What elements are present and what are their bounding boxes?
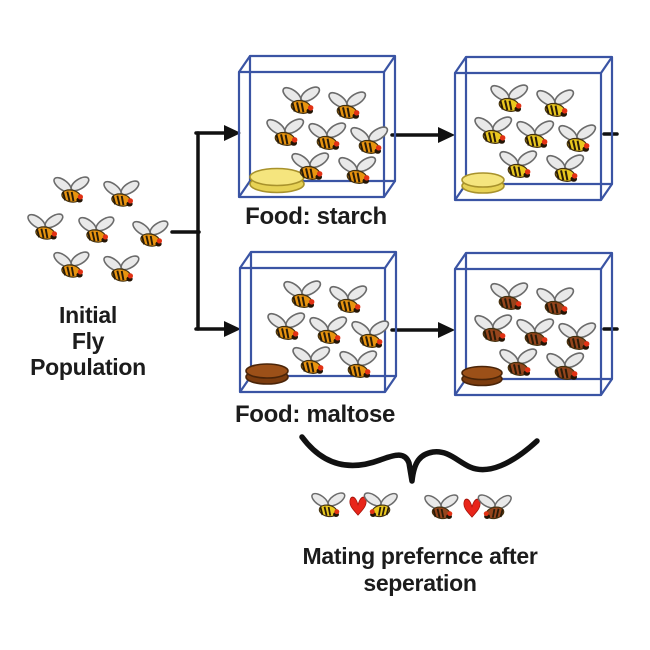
initial-fly-population <box>27 176 169 282</box>
fly-icon <box>53 176 90 203</box>
label-line: Fly <box>71 328 105 354</box>
fly-icon <box>53 251 90 278</box>
food-discs <box>245 167 505 387</box>
fly-icon <box>292 346 331 374</box>
fly-icon <box>283 280 322 308</box>
caption-line: seperation <box>363 570 477 596</box>
fly-icon <box>311 492 346 518</box>
fly-icon <box>474 116 513 144</box>
starch-food-disc <box>461 172 505 194</box>
fly-icon <box>350 126 389 154</box>
starch-chamber-flies-gen1 <box>266 86 389 184</box>
label-line: Initial <box>59 302 117 328</box>
disc-top <box>249 167 305 187</box>
food-starch-label: Food: starch <box>245 203 387 230</box>
maltose-chamber-flies-after <box>474 282 597 380</box>
caption-line: Mating prefernce after <box>302 543 538 569</box>
fly-icon <box>516 318 555 346</box>
fly-icon <box>490 84 529 112</box>
arrowhead-icon <box>438 127 455 143</box>
fly-icon <box>132 220 169 247</box>
fly-icon <box>477 494 512 520</box>
fly-icon <box>328 91 367 119</box>
fly-icon <box>27 213 64 240</box>
food-maltose-label: Food: maltose <box>234 401 396 428</box>
starch-chamber-after <box>453 55 614 202</box>
fly-icon <box>536 89 575 117</box>
fly-icon <box>103 255 140 282</box>
maltose-chamber-flies-gen1 <box>267 280 390 378</box>
fly-icon <box>536 287 575 315</box>
fly-icon <box>558 124 597 152</box>
fly-icon <box>339 350 378 378</box>
brace <box>299 434 540 484</box>
disc-top <box>461 365 503 381</box>
fly-icon <box>558 322 597 350</box>
fly-icon <box>424 494 459 520</box>
heart-icon <box>463 498 481 518</box>
fly-icon <box>363 492 398 518</box>
label-line: Population <box>30 354 146 380</box>
arrowhead-icon <box>224 125 241 141</box>
fly-icon <box>103 180 140 207</box>
fly-icon <box>308 122 347 150</box>
fly-icon <box>338 156 377 184</box>
fly-icon <box>499 348 538 376</box>
disc-top <box>245 363 289 379</box>
arrowhead-icon <box>438 322 455 338</box>
maltose-chamber-after <box>453 251 614 397</box>
caption: Mating prefernce after seperation <box>268 543 572 597</box>
fly-icon <box>546 154 585 182</box>
arrowhead-icon <box>224 321 241 337</box>
fly-icon <box>516 120 555 148</box>
starch-food-disc <box>249 167 305 194</box>
fly-icon <box>291 152 330 180</box>
fly-icon <box>309 316 348 344</box>
fly-icon <box>499 150 538 178</box>
fly-icon <box>267 312 306 340</box>
initial-population-label: Initial Fly Population <box>4 302 172 380</box>
maltose-food-disc <box>461 365 503 387</box>
fly-icon <box>490 282 529 310</box>
fly-icon <box>266 118 305 146</box>
maltose-food-disc <box>245 363 289 385</box>
starch-chamber-flies-after <box>474 84 597 182</box>
starch-adapted-pair <box>311 492 398 518</box>
fly-icon <box>329 285 368 313</box>
fly-icon <box>351 320 390 348</box>
heart-icon <box>349 496 367 516</box>
fly-icon <box>546 352 585 380</box>
fly-icon <box>282 86 321 114</box>
mating-pairs <box>311 492 512 520</box>
flow-arrows <box>170 125 619 338</box>
fly-icon <box>78 216 115 243</box>
fly-icon <box>474 314 513 342</box>
disc-top <box>461 172 505 188</box>
maltose-adapted-pair <box>424 494 512 520</box>
